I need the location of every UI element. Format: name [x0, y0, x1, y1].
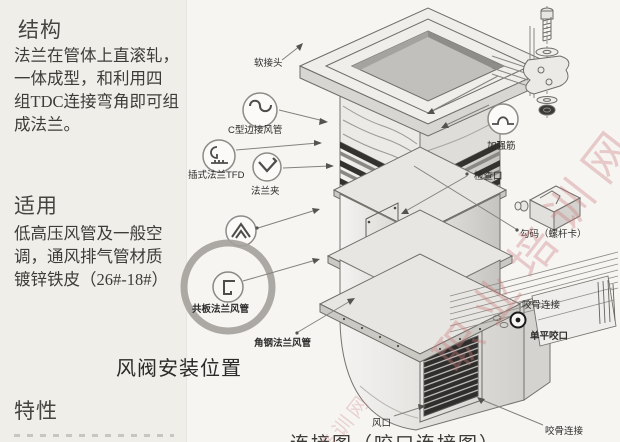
label-hook-clamp: 勾码（螺杆卡）: [520, 229, 587, 240]
top-flange-collar: [298, 7, 558, 137]
structure-line: 成法兰。: [14, 115, 80, 134]
air-outlet-grille: [419, 329, 483, 423]
plate-flange-icon: [223, 280, 235, 295]
plate-flange-highlight: [180, 239, 276, 335]
label-seam-joint-upper: 咬骨连接: [522, 300, 561, 311]
label-tfd-flange: 插式法兰TFD: [188, 170, 245, 181]
caption-partial: 连接图（咬口连接图）: [290, 429, 500, 442]
bolt-icon: [540, 7, 554, 42]
bolt-assembly-detail: [491, 6, 570, 118]
nut-icon: [538, 104, 556, 116]
label-c-type-duct: C型边接风管: [228, 125, 283, 136]
label-soft-joint: 软接头: [254, 58, 283, 69]
label-air-outlet: 风口: [372, 418, 392, 429]
seam-detail-piece: [449, 251, 619, 347]
washer-icon: [535, 47, 559, 57]
label-single-flat-seam: 单平咬口: [530, 331, 569, 342]
label-flange-clip: 法兰夹: [251, 186, 280, 197]
damper-position-note: 风阀安装位置: [116, 358, 242, 380]
label-plate-flange-duct: 共板法兰风管: [192, 304, 250, 315]
seam-marker-icon: [509, 311, 527, 329]
clamp-plate: [523, 55, 570, 95]
left-text-panel: 结构 法兰在管体上直滚轧， 一体成型，和利用四 组TDC连接弯角即可组 成法兰。…: [0, 0, 187, 442]
label-angle-flange-duct: 角钢法兰风管: [254, 338, 312, 349]
rib-profile-icon: [487, 103, 519, 135]
structure-heading: 结构: [18, 18, 62, 42]
feature-heading: 特性: [14, 399, 58, 423]
usage-heading: 适用: [14, 194, 58, 218]
leader-lines: [235, 43, 544, 426]
usage-line: 低高压风管及一般空: [14, 224, 163, 243]
structure-line: 一体成型，和利用四: [14, 69, 163, 88]
flange-clip-icon: [252, 152, 282, 182]
usage-line: 调，通风排气管材质: [14, 247, 163, 266]
structure-body: 法兰在管体上直滚轧， 一体成型，和利用四 组TDC连接弯角即可组 成法兰。: [14, 44, 179, 136]
cutoff-text-fragment: [14, 434, 174, 437]
label-rib: 加强筋: [487, 141, 516, 152]
hook-clamp-drawing: [514, 185, 582, 231]
usage-body: 低高压风管及一般空 调，通风排气管材质 镀锌铁皮（26#-18#）: [14, 222, 168, 291]
tfd-profile-icon: [202, 139, 236, 173]
usage-line: 镀锌铁皮（26#-18#）: [14, 270, 168, 289]
structure-line: 法兰在管体上直滚轧，: [14, 46, 179, 65]
washer-icon: [536, 96, 558, 104]
s-cleat-icon: [242, 92, 278, 128]
label-seam-joint-lower: 咬骨连接: [545, 426, 584, 437]
seam-comb: [597, 279, 616, 325]
structure-line: 组TDC连接弯角即可组: [14, 92, 179, 111]
label-inspection-port: 检查口: [474, 171, 503, 182]
callout-circles: [180, 92, 519, 335]
